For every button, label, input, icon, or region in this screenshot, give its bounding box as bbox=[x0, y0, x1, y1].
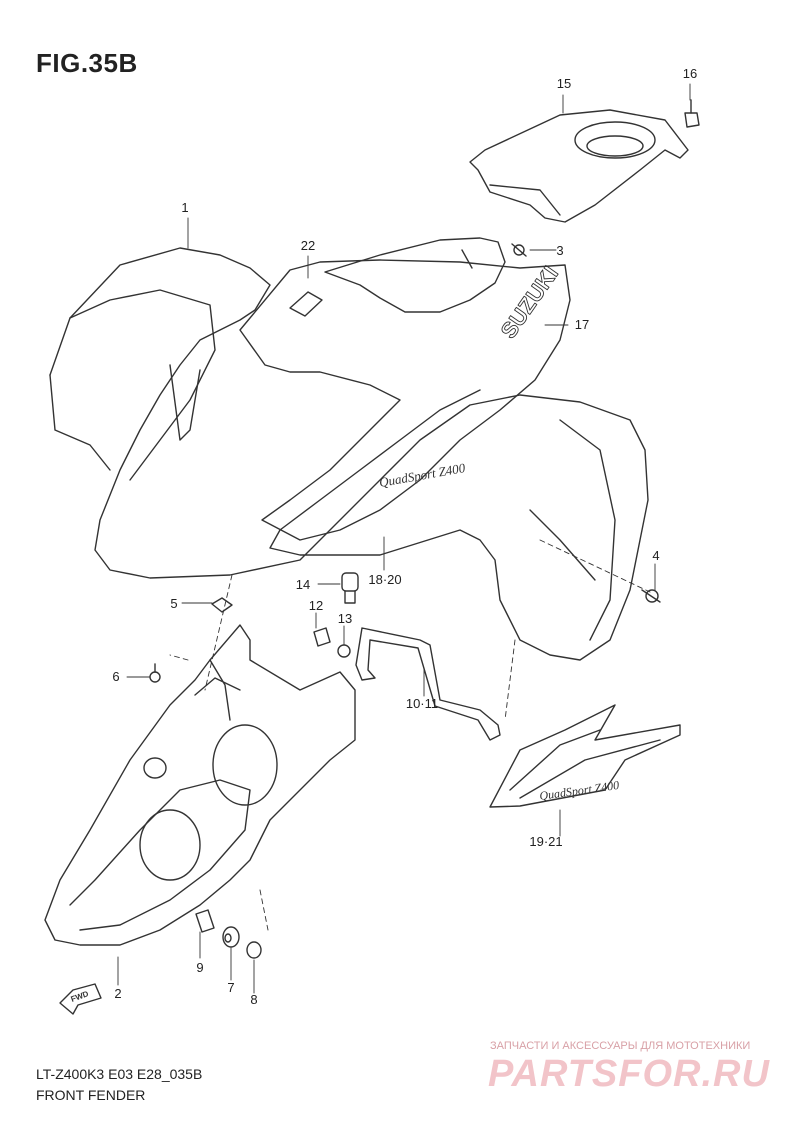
part-14-bumper bbox=[341, 572, 359, 604]
part-7-grommet bbox=[222, 926, 240, 948]
part-callout-label: 22 bbox=[301, 238, 315, 253]
part-15-top-cover bbox=[469, 109, 689, 223]
part-1-front-fender bbox=[49, 247, 649, 661]
part-22-trim bbox=[324, 237, 506, 313]
part-callout-label: 12 bbox=[309, 598, 323, 613]
part-callout-label: 5 bbox=[170, 596, 177, 611]
part-callout-label: 10·11 bbox=[406, 696, 438, 711]
part-callout-label: 17 bbox=[575, 317, 589, 332]
model-lettering: QuadSport Z400 bbox=[378, 460, 467, 490]
part-17-side-panel: SUZUKI QuadSport Z400 bbox=[239, 259, 571, 541]
brand-lettering: SUZUKI bbox=[496, 261, 563, 342]
part-callout-label: 9 bbox=[196, 960, 203, 975]
part-callout-label: 19·21 bbox=[529, 834, 562, 849]
part-callout-label: 16 bbox=[683, 66, 697, 81]
leader-lines bbox=[117, 83, 691, 994]
part-12-bolt bbox=[313, 627, 331, 647]
part-4-bolt bbox=[641, 589, 661, 603]
watermark-tagline: ЗАПЧАСТИ И АКСЕССУАРЫ ДЛЯ МОТОТЕХНИКИ bbox=[490, 1040, 751, 1052]
part-callout-label: 18·20 bbox=[368, 572, 401, 587]
part-19-21-decal: QuadSport Z400 bbox=[489, 704, 681, 808]
part-callout-label: 6 bbox=[112, 669, 119, 684]
part-2-inner-fender bbox=[44, 624, 356, 946]
part-8-collar bbox=[246, 941, 262, 959]
part-3-screw bbox=[511, 243, 527, 257]
decal-lettering: QuadSport Z400 bbox=[538, 778, 620, 803]
part-16-clip bbox=[684, 99, 700, 128]
fwd-arrow-icon: FWD bbox=[59, 983, 102, 1015]
part-10-11-bracket bbox=[355, 627, 501, 741]
part-9-bolt bbox=[195, 909, 215, 933]
part-callout-label: 14 bbox=[296, 577, 310, 592]
watermark-brand: PARTSFOR.RU bbox=[488, 1053, 770, 1095]
figure-title: FIG.35B bbox=[36, 48, 138, 78]
part-callout-label: 4 bbox=[652, 548, 659, 563]
part-5-nut-clip bbox=[211, 597, 233, 613]
section-name: FRONT FENDER bbox=[36, 1087, 146, 1103]
part-callout-label: 7 bbox=[227, 980, 234, 995]
part-callout-label: 13 bbox=[338, 611, 352, 626]
part-callout-label: 1 bbox=[181, 200, 188, 215]
part-callout-label: 15 bbox=[557, 76, 571, 91]
part-callout-label: 3 bbox=[556, 243, 563, 258]
part-6-screw bbox=[149, 663, 161, 683]
part-callout-label: 2 bbox=[114, 986, 121, 1001]
part-13-washer bbox=[337, 644, 351, 658]
model-code: LT-Z400K3 E03 E28_035B bbox=[36, 1066, 203, 1082]
part-callout-label: 8 bbox=[250, 992, 257, 1007]
